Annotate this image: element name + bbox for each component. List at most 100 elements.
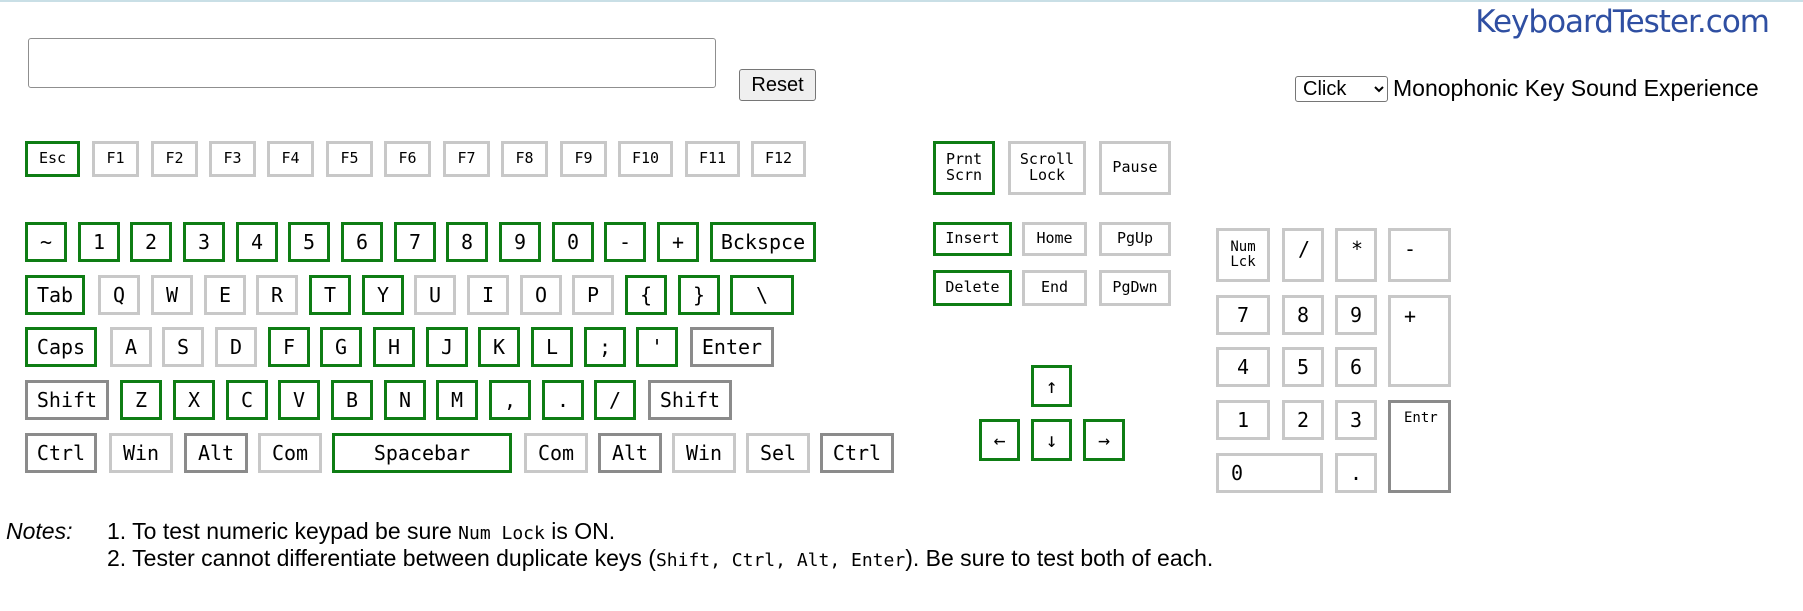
key-f[interactable]: F <box>268 327 310 367</box>
key-z[interactable]: Z <box>120 380 162 420</box>
key-enter[interactable]: Enter <box>690 327 774 367</box>
key-kp-8[interactable]: 8 <box>1282 295 1324 335</box>
key-f9[interactable]: F9 <box>560 141 607 177</box>
key-kp-6[interactable]: 6 <box>1335 347 1377 387</box>
key-l[interactable]: L <box>531 327 573 367</box>
key-home[interactable]: Home <box>1022 222 1087 256</box>
key-w[interactable]: W <box>151 275 193 315</box>
key-0[interactable]: 0 <box>552 222 594 262</box>
key-k[interactable]: K <box>478 327 520 367</box>
key-backslash[interactable]: \ <box>730 275 794 315</box>
key-t[interactable]: T <box>309 275 351 315</box>
key-kp-0[interactable]: 0 <box>1216 453 1323 493</box>
key-page-up[interactable]: PgUp <box>1099 222 1171 256</box>
key-2[interactable]: 2 <box>130 222 172 262</box>
key-kp-minus[interactable]: - <box>1388 228 1451 282</box>
key-kp-decimal[interactable]: . <box>1335 453 1377 493</box>
key-pause[interactable]: Pause <box>1099 141 1171 195</box>
key-p[interactable]: P <box>572 275 614 315</box>
key-q[interactable]: Q <box>98 275 140 315</box>
key-backspace[interactable]: Bckspce <box>710 222 816 262</box>
key-8[interactable]: 8 <box>446 222 488 262</box>
key-semicolon[interactable]: ; <box>584 327 626 367</box>
site-logo[interactable]: KeyboardTester.com <box>1475 4 1770 40</box>
key-left-win[interactable]: Win <box>109 433 173 473</box>
key-u[interactable]: U <box>414 275 456 315</box>
key-spacebar[interactable]: Spacebar <box>332 433 512 473</box>
key-f4[interactable]: F4 <box>267 141 314 177</box>
key-1[interactable]: 1 <box>78 222 120 262</box>
key-left-brace[interactable]: { <box>625 275 667 315</box>
key-s[interactable]: S <box>162 327 204 367</box>
key-kp-divide[interactable]: / <box>1282 228 1324 282</box>
key-kp-7[interactable]: 7 <box>1216 295 1270 335</box>
key-kp-4[interactable]: 4 <box>1216 347 1270 387</box>
key-n[interactable]: N <box>384 380 426 420</box>
key-arrow-left[interactable]: ← <box>979 419 1020 461</box>
key-plus[interactable]: + <box>657 222 699 262</box>
key-f2[interactable]: F2 <box>151 141 198 177</box>
key-print-screen[interactable]: Prnt Scrn <box>933 141 995 195</box>
key-f3[interactable]: F3 <box>209 141 256 177</box>
key-7[interactable]: 7 <box>394 222 436 262</box>
key-h[interactable]: H <box>373 327 415 367</box>
key-scroll-lock[interactable]: Scroll Lock <box>1008 141 1086 195</box>
key-quote[interactable]: ' <box>636 327 678 367</box>
key-g[interactable]: G <box>320 327 362 367</box>
key-minus[interactable]: - <box>604 222 646 262</box>
key-tab[interactable]: Tab <box>25 275 85 315</box>
key-right-shift[interactable]: Shift <box>648 380 732 420</box>
key-3[interactable]: 3 <box>183 222 225 262</box>
key-d[interactable]: D <box>215 327 257 367</box>
key-left-com[interactable]: Com <box>258 433 322 473</box>
key-m[interactable]: M <box>436 380 478 420</box>
key-caps-lock[interactable]: Caps <box>25 327 97 367</box>
key-f12[interactable]: F12 <box>751 141 806 177</box>
key-tilde[interactable]: ~ <box>25 222 67 262</box>
typing-textarea[interactable] <box>28 38 716 88</box>
key-kp-plus[interactable]: + <box>1388 295 1451 387</box>
key-f7[interactable]: F7 <box>443 141 490 177</box>
key-esc[interactable]: Esc <box>25 141 80 177</box>
reset-button[interactable]: Reset <box>739 69 816 101</box>
key-right-com[interactable]: Com <box>524 433 588 473</box>
key-insert[interactable]: Insert <box>933 222 1012 256</box>
key-arrow-right[interactable]: → <box>1083 419 1125 461</box>
key-f1[interactable]: F1 <box>92 141 139 177</box>
key-v[interactable]: V <box>278 380 320 420</box>
key-slash[interactable]: / <box>594 380 636 420</box>
key-c[interactable]: C <box>226 380 268 420</box>
key-b[interactable]: B <box>331 380 373 420</box>
key-arrow-up[interactable]: ↑ <box>1031 365 1072 407</box>
key-left-shift[interactable]: Shift <box>25 380 109 420</box>
key-arrow-down[interactable]: ↓ <box>1031 419 1072 461</box>
key-j[interactable]: J <box>426 327 468 367</box>
key-select[interactable]: Sel <box>746 433 810 473</box>
key-5[interactable]: 5 <box>288 222 330 262</box>
key-r[interactable]: R <box>256 275 298 315</box>
key-e[interactable]: E <box>204 275 246 315</box>
key-6[interactable]: 6 <box>341 222 383 262</box>
key-delete[interactable]: Delete <box>933 270 1012 306</box>
key-f6[interactable]: F6 <box>384 141 431 177</box>
key-sound-select[interactable]: Click <box>1295 76 1388 102</box>
key-right-win[interactable]: Win <box>672 433 736 473</box>
key-kp-enter[interactable]: Entr <box>1388 400 1451 493</box>
key-i[interactable]: I <box>467 275 509 315</box>
key-y[interactable]: Y <box>362 275 404 315</box>
key-left-alt[interactable]: Alt <box>184 433 248 473</box>
key-period[interactable]: . <box>542 380 584 420</box>
key-o[interactable]: O <box>520 275 562 315</box>
key-f5[interactable]: F5 <box>326 141 373 177</box>
key-9[interactable]: 9 <box>499 222 541 262</box>
key-end[interactable]: End <box>1022 270 1087 306</box>
key-kp-1[interactable]: 1 <box>1216 400 1270 440</box>
key-kp-5[interactable]: 5 <box>1282 347 1324 387</box>
key-comma[interactable]: , <box>489 380 531 420</box>
key-right-ctrl[interactable]: Ctrl <box>820 433 894 473</box>
key-num-lock[interactable]: Num Lck <box>1216 228 1270 282</box>
key-kp-3[interactable]: 3 <box>1335 400 1377 440</box>
key-kp-2[interactable]: 2 <box>1282 400 1324 440</box>
key-left-ctrl[interactable]: Ctrl <box>25 433 97 473</box>
key-kp-multiply[interactable]: * <box>1335 228 1377 282</box>
